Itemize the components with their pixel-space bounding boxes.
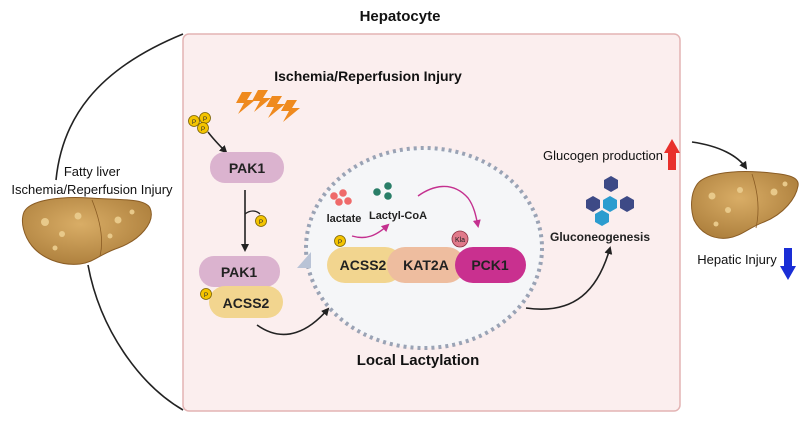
down-arrow-icon <box>780 248 796 280</box>
injured-liver-icon <box>691 171 799 239</box>
phospho-label: P <box>259 219 263 226</box>
gluconeogenesis-label: Gluconeogenesis <box>550 230 650 244</box>
phospho-label: P <box>203 116 207 123</box>
acss2-left-label: ACSS2 <box>223 295 270 311</box>
pak1-top-box <box>210 152 284 183</box>
fatty-liver-icon <box>21 197 152 265</box>
phosphate-icon <box>334 235 346 247</box>
glucogen-production-label: Glucogen production <box>543 148 663 163</box>
acss2-left-box <box>209 286 283 318</box>
kla-modification-icon <box>451 230 469 248</box>
acss2-box <box>327 247 403 283</box>
up-arrow-icon <box>664 139 680 170</box>
hepatocyte-title: Hepatocyte <box>360 8 441 25</box>
fatty-liver-label: Fatty liver <box>64 164 121 179</box>
arrow-phospho-to-pak1 <box>207 131 228 154</box>
nuclear-import-triangle-icon <box>297 252 311 268</box>
kat2a-label: KAT2A <box>403 257 449 273</box>
arrow-nucleus-to-gluconeogenesis <box>525 246 613 310</box>
lactate-label: lactate <box>327 213 362 225</box>
outer-arc-bottom <box>87 264 184 411</box>
pck1-label: PCK1 <box>471 257 509 273</box>
lightning-icon <box>236 90 300 122</box>
lactate-molecules-icon <box>330 189 352 206</box>
phosphate-icon <box>200 288 212 300</box>
phosphate-cluster-icon: P P P <box>188 112 211 134</box>
arrow-acss2-to-nucleus <box>256 307 330 336</box>
local-lactylation-label: Local Lactylation <box>357 352 480 369</box>
injury-title: Ischemia/Reperfusion Injury <box>274 68 462 84</box>
phosphate-icon <box>255 215 267 227</box>
lactyl-coa-molecules-icon <box>373 182 392 200</box>
glucose-hexagons-icon <box>586 176 634 226</box>
arrow-to-hepatic-injury <box>691 141 748 170</box>
phospho-label: P <box>192 119 196 126</box>
pak1-bottom-box <box>199 256 280 287</box>
ir-injury-left-label: Ischemia/Reperfusion Injury <box>11 182 173 197</box>
phospho-label: P <box>204 292 208 299</box>
arrow-phospho-side <box>244 210 261 215</box>
outer-arc-top <box>55 33 184 181</box>
pck1-box <box>455 247 526 283</box>
arrow-lactate-to-lactyl-coa <box>351 223 390 239</box>
phospho-label: P <box>201 126 205 133</box>
lactyl-coa-label: Lactyl-CoA <box>369 210 427 222</box>
kat2a-box <box>387 247 465 283</box>
arrow-lactyl-coa-to-pck1 <box>417 185 481 228</box>
pak1-bottom-label: PAK1 <box>221 264 258 280</box>
acss2-label: ACSS2 <box>340 257 387 273</box>
phospho-label: P <box>338 239 342 246</box>
pak1-top-label: PAK1 <box>229 160 266 176</box>
kla-label: Kla <box>455 237 465 244</box>
hepatic-injury-label: Hepatic Injury <box>697 252 777 267</box>
